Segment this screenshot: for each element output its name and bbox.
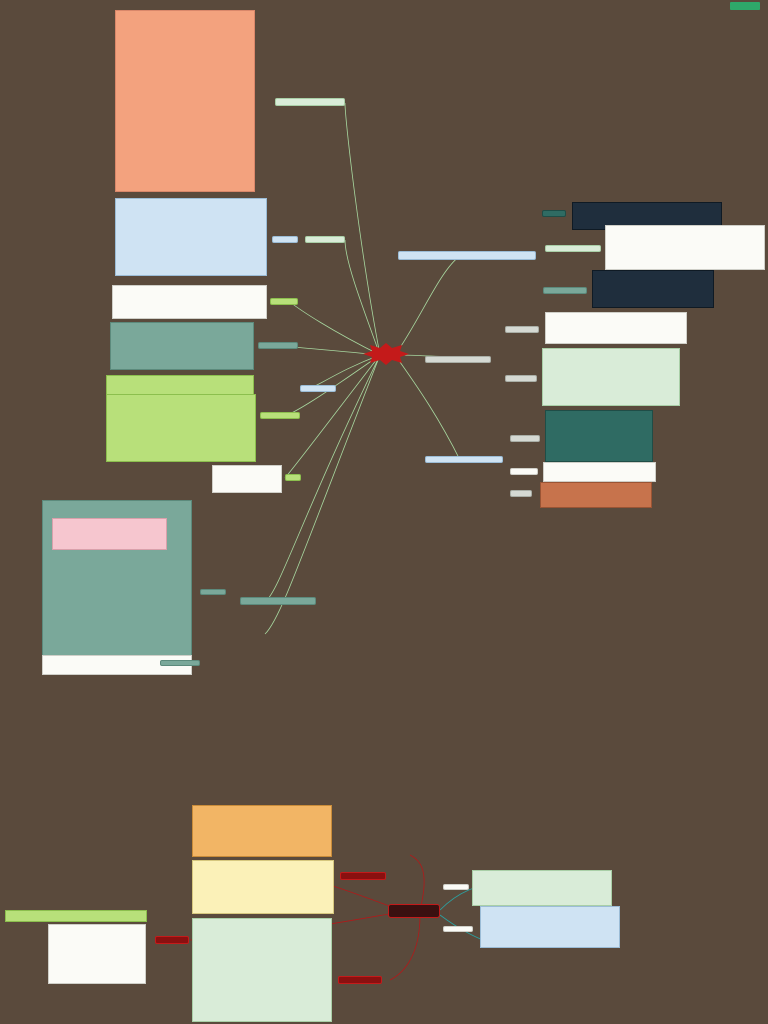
label-pill-7[interactable] — [260, 412, 300, 419]
secondary-hub — [388, 904, 440, 918]
label-pill-8[interactable] — [285, 474, 301, 481]
label-pill-2[interactable] — [272, 236, 298, 243]
lower-block-left-list — [48, 924, 146, 984]
left-block-green-2 — [106, 394, 256, 462]
right-label-definisi[interactable] — [542, 210, 566, 217]
left-block-salmon-top — [115, 10, 255, 192]
lower-label-gejala[interactable] — [155, 936, 189, 944]
right-label-komplikasi-main[interactable] — [425, 456, 503, 463]
label-farmakologi[interactable] — [200, 589, 226, 595]
right-box-patofisiologi — [542, 348, 680, 406]
lower-block-gejala — [192, 918, 332, 1022]
lower-label-definisi[interactable] — [443, 884, 469, 890]
right-label-etiologi[interactable] — [545, 245, 601, 252]
lower-block-left-green — [5, 910, 147, 922]
left-block-teal — [110, 322, 254, 370]
right-label-main[interactable] — [398, 251, 536, 260]
lower-block-yellow — [192, 860, 334, 914]
lower-label-patofisiologi[interactable] — [443, 926, 473, 932]
left-block-green — [106, 375, 254, 395]
label-pill-6[interactable] — [300, 385, 336, 392]
left-block-list-1 — [112, 285, 267, 319]
secondary-hub-label — [392, 907, 436, 917]
label-nonfarmakologi[interactable] — [160, 660, 200, 666]
central-hub-shape — [363, 343, 409, 365]
right-label-prognosis[interactable] — [510, 468, 538, 475]
app-badge — [730, 2, 760, 10]
right-box-komplikasi — [545, 410, 653, 462]
right-label-patofisiologi[interactable] — [505, 375, 537, 382]
right-label-komplikasi[interactable] — [510, 435, 540, 442]
right-box-steps — [592, 270, 714, 308]
label-pill-1[interactable] — [275, 98, 345, 106]
right-label-faktor-resiko[interactable] — [505, 326, 539, 333]
right-box-edukasi — [540, 482, 652, 508]
left-table-antibiotik — [52, 518, 167, 550]
left-block-list-2 — [212, 465, 282, 493]
label-pill-4[interactable] — [270, 298, 298, 305]
right-table-etiologi — [605, 225, 765, 270]
label-pill-3[interactable] — [305, 236, 345, 243]
label-tatalaksana[interactable] — [240, 597, 316, 605]
lower-label-katarak[interactable] — [340, 872, 386, 880]
right-list-faktor — [545, 312, 687, 344]
lower-block-definisi — [472, 870, 612, 906]
right-box-prognosis — [543, 462, 656, 482]
label-pill-5[interactable] — [258, 342, 298, 349]
right-label-faktor[interactable] — [425, 356, 491, 363]
lower-block-orange — [192, 805, 332, 857]
right-label-edukasi[interactable] — [510, 490, 532, 497]
left-block-blue — [115, 198, 267, 276]
central-hub-label — [368, 350, 404, 360]
lower-block-patofisiologi — [480, 906, 620, 948]
lower-label-faktor[interactable] — [338, 976, 382, 984]
right-label-manifestasi[interactable] — [543, 287, 587, 294]
